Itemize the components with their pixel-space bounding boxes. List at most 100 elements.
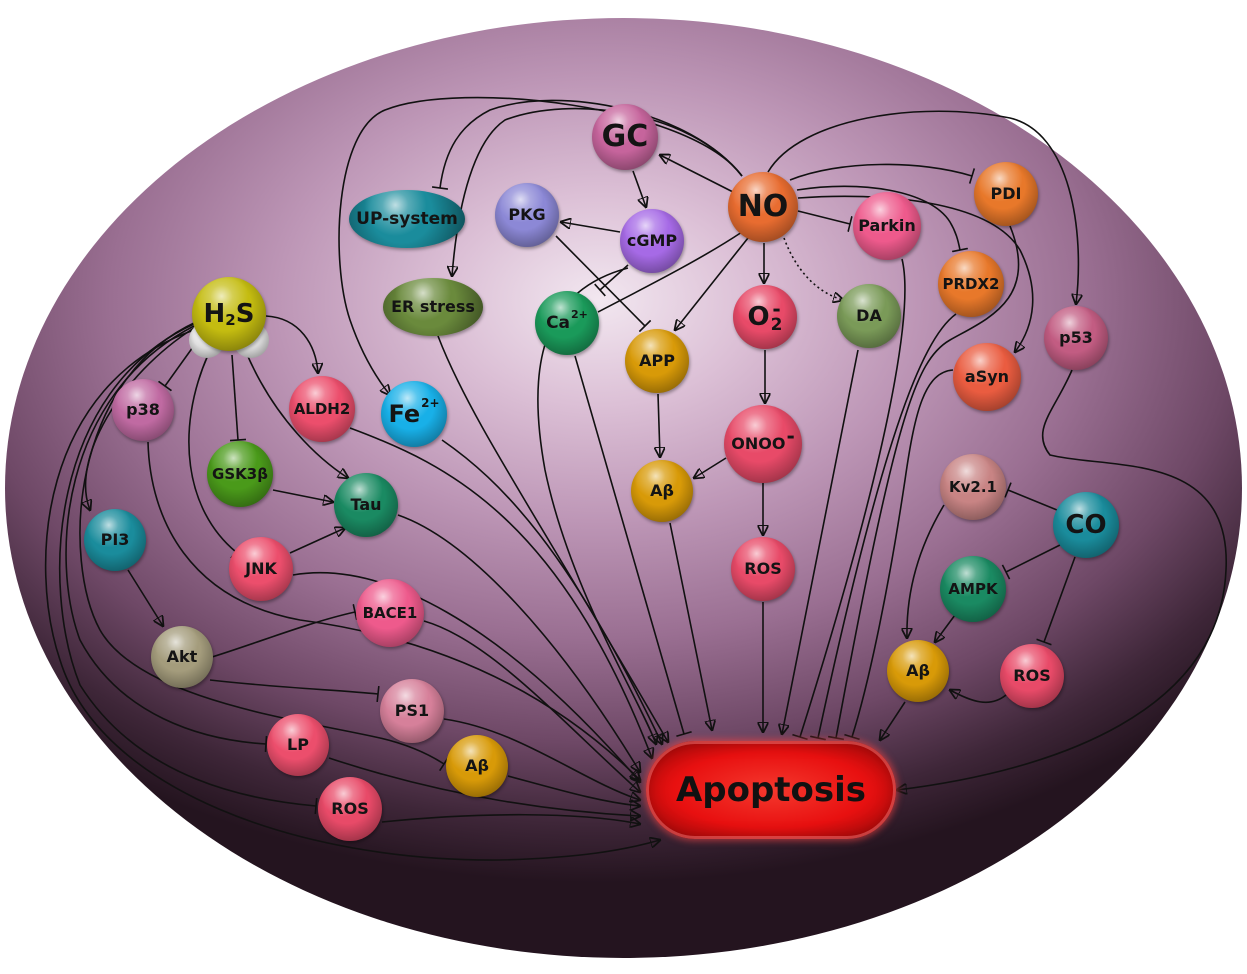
edge-no-inhibits-prdx2	[796, 185, 969, 253]
superoxide-subscript: 2	[770, 315, 783, 336]
edge-jnk-to-tau	[289, 528, 345, 554]
edge-gc-activates-cgmp	[632, 170, 646, 207]
edge-p53-to-apoptosis	[897, 369, 1227, 790]
node-ros-right: ROS	[1000, 644, 1064, 708]
node-aldh2-label: ALDH2	[293, 399, 351, 418]
edge-co-inhibits-ampk	[1001, 544, 1061, 580]
node-pdi: PDI	[974, 162, 1038, 226]
edge-er-stress-to-apoptosis	[437, 335, 668, 742]
edge-no-activates-p53	[767, 110, 1078, 304]
node-kv21-label: Kv2.1	[949, 477, 997, 496]
peroxynitrite-symbol: ONOO	[731, 434, 786, 453]
node-aldh2: ALDH2	[289, 376, 355, 442]
edge-h2s-to-tau	[245, 351, 348, 478]
edge-abeta-left-to-apoptosis	[507, 775, 640, 806]
node-ros-left-label: ROS	[331, 799, 369, 818]
edge-no-activates-da	[783, 237, 843, 300]
node-ros-center-label: ROS	[744, 559, 782, 578]
node-pi3-label: PI3	[100, 530, 130, 549]
edge-ros-right-to-abeta-right	[950, 690, 1007, 704]
edge-onoo-to-abeta	[694, 457, 727, 478]
edge-h2s-inhibits-gsk3b	[229, 354, 247, 442]
edge-no-activates-asyn	[797, 195, 1034, 352]
edge-h2s-inhibits-ros-left	[58, 323, 318, 815]
edge-tau-to-apoptosis	[397, 514, 640, 772]
node-gc: GC	[592, 104, 658, 170]
node-no: NO	[728, 172, 798, 242]
node-tau: Tau	[334, 473, 398, 537]
fe-symbol: Fe	[388, 400, 421, 428]
node-p53-label: p53	[1059, 328, 1093, 347]
node-abeta-left-label: Aβ	[465, 756, 489, 775]
node-apoptosis: Apoptosis	[646, 741, 896, 839]
node-abeta-right-label: Aβ	[906, 661, 930, 680]
edge-no-activates-app	[675, 237, 749, 330]
peroxynitrite-charge: -	[786, 424, 795, 448]
edge-abeta-center-to-apoptosis	[669, 522, 712, 730]
node-pkg: PKG	[495, 183, 559, 247]
node-ps1-label: PS1	[394, 701, 430, 720]
node-lp-label: LP	[287, 735, 309, 754]
node-no-label: NO	[737, 189, 789, 224]
node-ros-right-label: ROS	[1013, 666, 1051, 685]
node-co-label: CO	[1065, 510, 1107, 540]
edge-no-inhibits-parkin	[797, 210, 853, 232]
edge-akt-inhibits-bace1	[211, 604, 358, 658]
edge-cgmp-activates-pkg	[561, 222, 621, 233]
node-jnk-label: JNK	[245, 559, 277, 578]
node-akt-label: Akt	[166, 647, 198, 666]
edge-h2s-inhibits-jnk	[188, 354, 242, 559]
node-gsk3b-label: GSK3β	[212, 464, 268, 483]
h2s-h: H	[203, 299, 226, 329]
fe-charge: 2+	[421, 396, 440, 410]
node-bace1: BACE1	[356, 579, 424, 647]
edge-no-inhibits-pdi	[789, 163, 976, 184]
node-pkg-label: PKG	[508, 205, 546, 224]
edge-no-activates-er-stress	[452, 107, 743, 276]
node-superoxide: O-2	[733, 285, 797, 349]
node-app: APP	[625, 329, 689, 393]
node-ampk-label: AMPK	[948, 579, 998, 598]
edge-pi3-to-akt	[127, 569, 163, 626]
edge-abeta-right-to-apoptosis	[880, 701, 906, 740]
edge-app-to-abeta	[658, 393, 660, 457]
edge-ca-inhibits-apoptosis	[574, 355, 692, 737]
node-bace1-label: BACE1	[362, 603, 418, 622]
edge-kv21-to-abeta-right	[907, 504, 945, 638]
edge-gsk3b-to-tau	[272, 489, 333, 502]
ca-symbol: Ca	[546, 312, 571, 333]
node-cgmp-label: cGMP	[626, 231, 678, 250]
node-er-stress: ER stress	[383, 278, 483, 336]
edge-h2s-to-aldh2	[265, 315, 318, 373]
node-up-system: UP-system	[349, 190, 465, 248]
node-peroxynitrite: ONOO-	[724, 405, 802, 483]
h2s-subscript: 2	[225, 310, 236, 329]
node-lp: LP	[267, 714, 329, 776]
edge-aldh2-to-apoptosis	[349, 427, 652, 758]
edge-h2s-inhibits-lp	[65, 325, 268, 753]
superoxide-charge: -	[772, 297, 781, 322]
edge-p38-to-apoptosis	[147, 441, 640, 780]
edge-ros-left-to-apoptosis	[381, 813, 640, 824]
edge-bace1-to-apoptosis	[423, 620, 640, 792]
edge-h2s-to-apoptosis	[44, 329, 660, 861]
h2s-s: S	[235, 299, 255, 329]
node-pi3: PI3	[84, 509, 146, 571]
edge-pdi-inhibits-apoptosis	[827, 225, 1020, 741]
edge-da-to-apoptosis	[782, 349, 859, 734]
edge-akt-inhibits-ps1	[209, 679, 380, 703]
node-da: DA	[837, 284, 901, 348]
node-app-label: APP	[639, 351, 675, 370]
node-cgmp: cGMP	[620, 209, 684, 273]
node-prdx2-label: PRDX2	[942, 274, 1000, 293]
edge-no-inhibits-up-system	[431, 99, 743, 190]
node-parkin-label: Parkin	[858, 216, 916, 235]
superoxide-charge-stack: -2	[770, 297, 783, 336]
node-apoptosis-label: Apoptosis	[675, 770, 867, 810]
